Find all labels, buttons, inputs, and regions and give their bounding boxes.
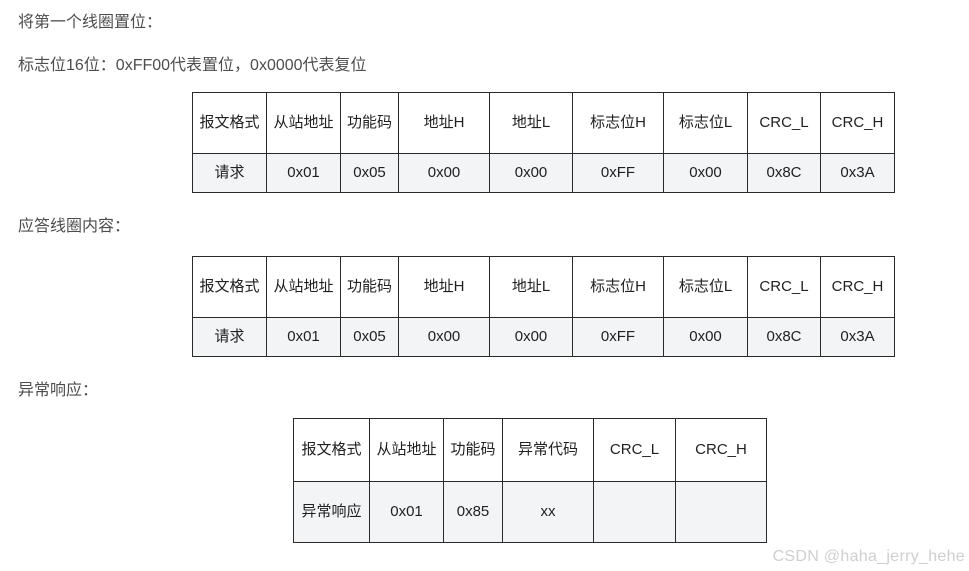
header-cell: 功能码 [340, 256, 399, 318]
flag-bits-desc-text: 标志位16位：0xFF00代表置位，0x0000代表复位 [18, 57, 367, 74]
data-cell: 0x3A [820, 153, 895, 193]
header-cell: CRC_H [675, 418, 767, 482]
header-cell: 地址L [489, 256, 573, 318]
data-cell: 0x8C [747, 153, 821, 193]
header-cell: 地址H [398, 92, 490, 154]
header-cell: 标志位L [663, 92, 748, 154]
header-cell: 功能码 [443, 418, 503, 482]
data-cell: 0x8C [747, 317, 821, 357]
data-cell: 0x85 [443, 481, 503, 543]
data-cell: 0xFF [572, 153, 664, 193]
header-cell: 异常代码 [502, 418, 594, 482]
header-cell: 从站地址 [369, 418, 444, 482]
header-cell: CRC_L [747, 256, 821, 318]
data-cell: 0x01 [266, 153, 341, 193]
header-cell: CRC_H [820, 92, 895, 154]
header-cell: 地址H [398, 256, 490, 318]
header-cell: CRC_H [820, 256, 895, 318]
data-cell [593, 481, 676, 543]
header-cell: 功能码 [340, 92, 399, 154]
header-cell: CRC_L [593, 418, 676, 482]
data-cell: 0x05 [340, 153, 399, 193]
set-coil-text: 将第一个线圈置位： [18, 14, 163, 31]
header-cell: 标志位H [572, 256, 664, 318]
data-cell: 0x01 [266, 317, 341, 357]
data-cell: 0x00 [398, 153, 490, 193]
header-cell: 报文格式 [192, 256, 267, 318]
data-cell: 0x01 [369, 481, 444, 543]
data-cell: 0x00 [663, 317, 748, 357]
data-cell: xx [502, 481, 594, 543]
data-cell [675, 481, 767, 543]
exception-label-text: 异常响应： [18, 382, 99, 399]
header-cell: 标志位L [663, 256, 748, 318]
data-cell: 0x00 [489, 153, 573, 193]
header-cell: 从站地址 [266, 256, 341, 318]
data-cell: 0x3A [820, 317, 895, 357]
article-content: 将第一个线圈置位： 标志位16位：0xFF00代表置位，0x0000代表复位 报… [0, 12, 969, 571]
data-cell: 请求 [192, 153, 267, 193]
header-cell: CRC_L [747, 92, 821, 154]
data-cell: 0x00 [663, 153, 748, 193]
header-cell: 标志位H [572, 92, 664, 154]
data-cell: 异常响应 [293, 481, 370, 543]
data-cell: 0x00 [489, 317, 573, 357]
data-cell: 0xFF [572, 317, 664, 357]
response-label-text: 应答线圈内容： [18, 218, 131, 235]
data-cell: 0x05 [340, 317, 399, 357]
data-cell: 0x00 [398, 317, 490, 357]
header-cell: 从站地址 [266, 92, 341, 154]
header-cell: 地址L [489, 92, 573, 154]
header-cell: 报文格式 [192, 92, 267, 154]
csdn-watermark: CSDN @haha_jerry_hehe [772, 548, 965, 565]
header-cell: 报文格式 [293, 418, 370, 482]
data-cell: 请求 [192, 317, 267, 357]
